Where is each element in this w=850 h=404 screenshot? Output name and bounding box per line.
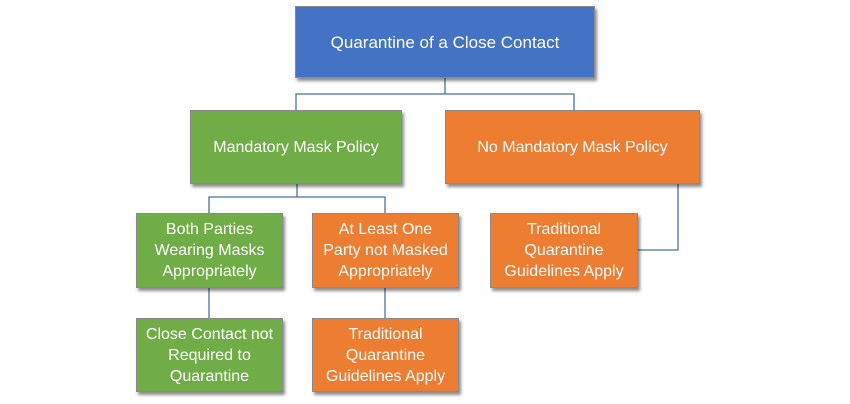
node-mandatory-mask-policy: Mandatory Mask Policy <box>190 110 402 184</box>
node-label: Mandatory Mask Policy <box>213 138 379 156</box>
node-close-contact-not-required: Close Contact not Required to Quarantine <box>136 318 283 392</box>
node-label: Traditional Quarantine Guidelines Apply <box>325 325 446 385</box>
node-label: Close Contact not Required to Quarantine <box>145 325 274 385</box>
node-label: Traditional Quarantine Guidelines Apply <box>504 221 624 280</box>
connector-root-children <box>295 93 575 110</box>
node-label: Quarantine of a Close Contact <box>330 32 560 52</box>
node-one-party-not-masked: At Least One Party not Masked Appropriat… <box>312 213 459 288</box>
node-traditional-guidelines-bottom: Traditional Quarantine Guidelines Apply <box>312 318 459 392</box>
node-no-mandatory-mask-policy: No Mandatory Mask Policy <box>445 110 700 184</box>
node-label: At Least One Party not Masked Appropriat… <box>323 221 448 280</box>
node-label: No Mandatory Mask Policy <box>477 138 668 156</box>
connector-mandatory-children <box>208 196 386 213</box>
connector-nomandatory-traditional <box>638 184 679 251</box>
node-quarantine-close-contact: Quarantine of a Close Contact <box>295 6 595 78</box>
node-traditional-guidelines-right: Traditional Quarantine Guidelines Apply <box>490 213 638 288</box>
node-label: Both Parties Wearing Masks Appropriately <box>154 221 265 280</box>
node-both-parties-masked: Both Parties Wearing Masks Appropriately <box>136 213 283 288</box>
